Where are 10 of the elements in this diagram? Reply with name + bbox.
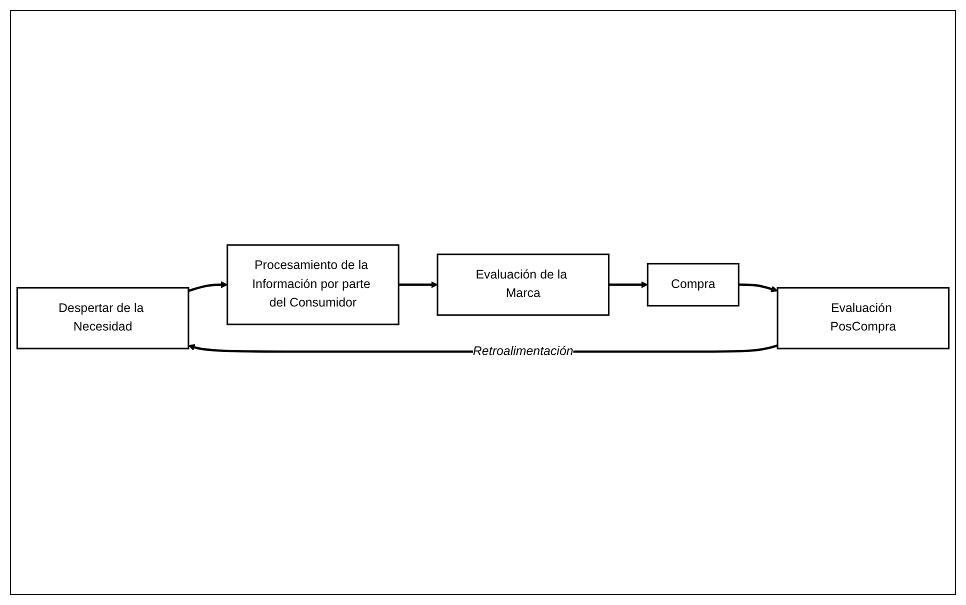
arrow [608, 280, 648, 288]
node-box: Despertar de la Necesidad [16, 286, 190, 349]
arrow [738, 283, 778, 292]
arrow [188, 280, 228, 292]
node-box: Compra [646, 262, 740, 306]
edge-label: Retroalimentación [472, 344, 574, 358]
node-box: Evaluación PosCompra [776, 286, 950, 349]
arrow [398, 280, 438, 288]
node-box: Procesamiento de la Información por parte del Consumidor [226, 244, 400, 325]
node-box: Evaluación de la Marca [436, 253, 610, 316]
